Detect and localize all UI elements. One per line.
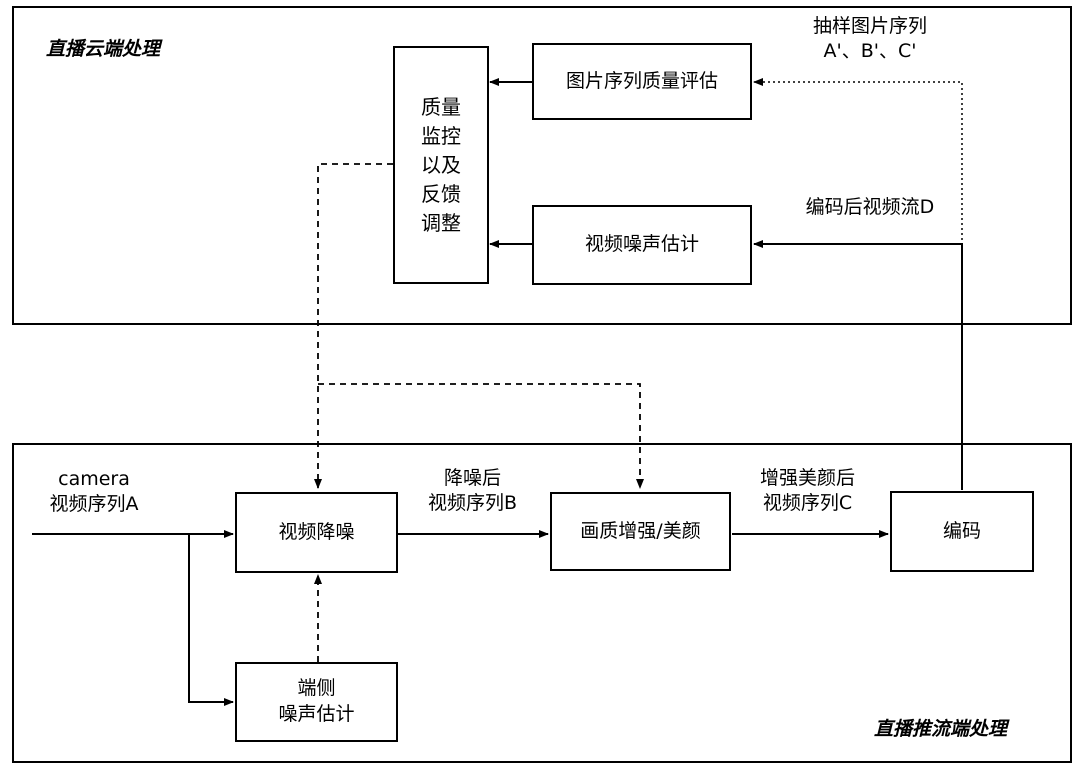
cloud-region-title: 直播云端处理	[46, 38, 161, 60]
feedback-dashed-line-enhance	[318, 383, 644, 489]
push-region-title: 直播推流端处理	[874, 718, 1008, 740]
sampled-sequence-label: 抽样图片序列 A'、B'、C'	[812, 15, 927, 62]
enhanced-sequence-label: 增强美颜后 视频序列C	[759, 467, 855, 514]
quality-enhance-beauty-box: 画质增强/美颜	[550, 492, 731, 571]
video-denoise-box: 视频降噪	[235, 492, 398, 573]
push-processing-region	[12, 443, 1072, 763]
denoised-sequence-label: 降噪后 视频序列B	[427, 467, 518, 514]
feedback-dashed-line-denoise	[314, 163, 393, 489]
video-noise-estimation-box: 视频噪声估计	[532, 205, 752, 285]
camera-input-label: camera 视频序列A	[49, 468, 139, 515]
encoded-stream-line	[753, 240, 963, 490]
quality-monitor-box: 质量 监控 以及 反馈 调整	[393, 46, 489, 284]
sequence-quality-eval-box: 图片序列质量评估	[532, 43, 752, 120]
arrow-camera-to-edge-noise	[188, 534, 234, 706]
encode-box: 编码	[890, 491, 1034, 572]
edge-noise-estimation-box: 端侧 噪声估计	[235, 662, 398, 742]
encoded-stream-label: 编码后视频流D	[805, 196, 935, 218]
cloud-processing-region	[12, 6, 1072, 325]
